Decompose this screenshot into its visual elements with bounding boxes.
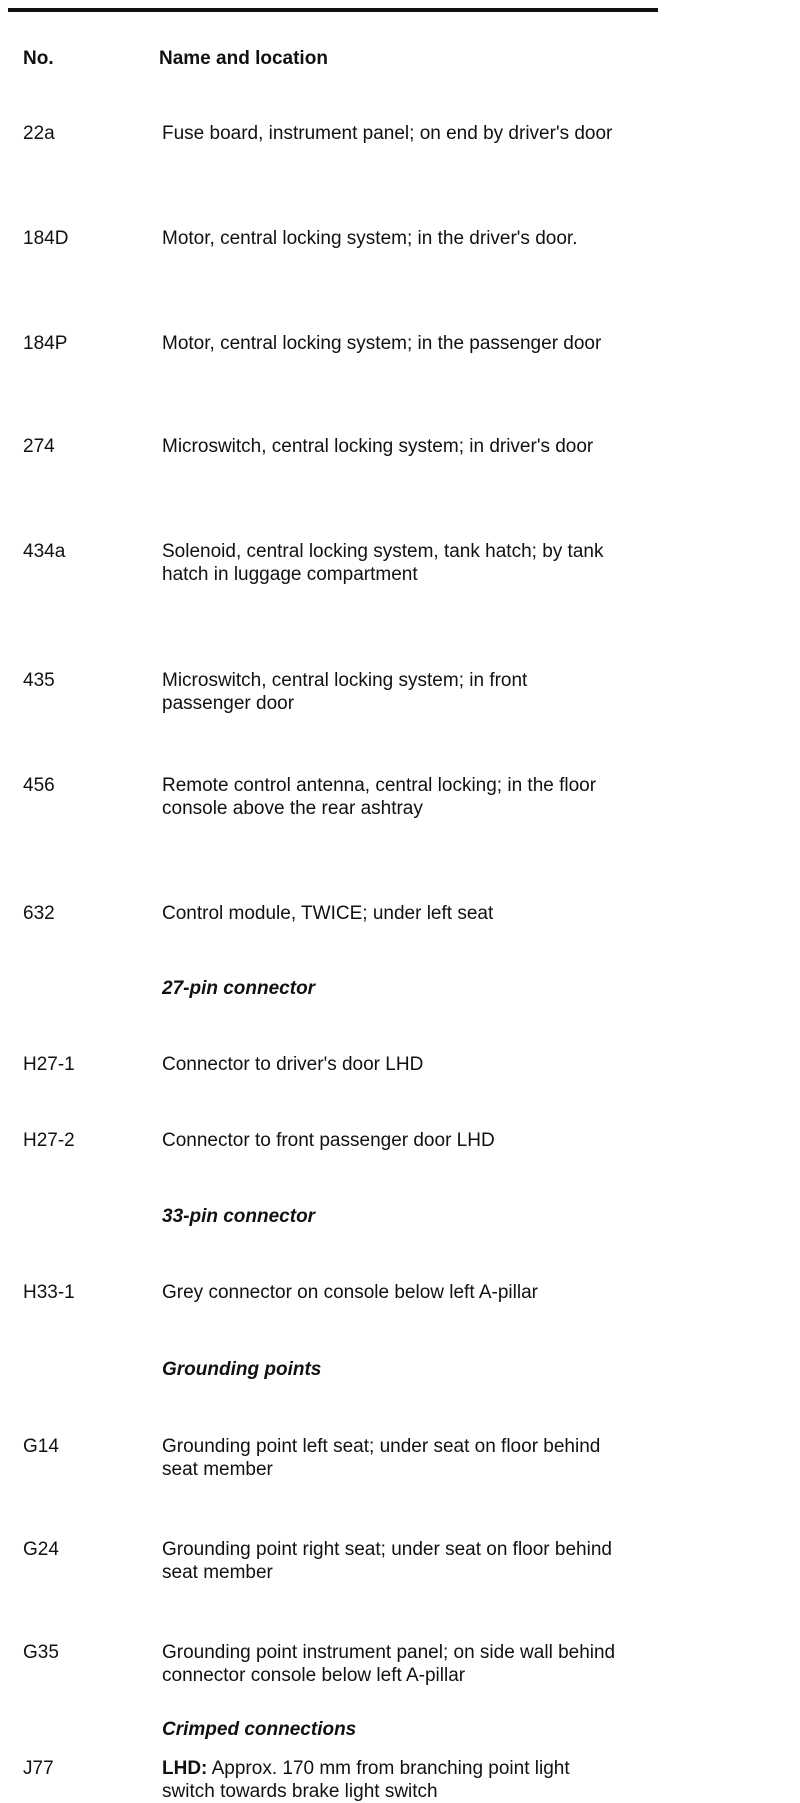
row-code: G35	[23, 1642, 59, 1663]
row-description: Microswitch, central locking system; in …	[162, 436, 594, 457]
column-header-no: No.	[23, 48, 54, 69]
row-description: Motor, central locking system; in the dr…	[162, 228, 578, 249]
row-code: 434a	[23, 541, 66, 562]
row-code: G14	[23, 1436, 59, 1457]
section-title: 27-pin connector	[162, 978, 316, 999]
row-label-lhd: LHD:	[162, 1758, 208, 1779]
row-description: Grey connector on console below left A-p…	[162, 1282, 538, 1303]
row-code: 184P	[23, 333, 68, 354]
row-code: J77	[23, 1758, 54, 1779]
row-description: Motor, central locking system; in the pa…	[162, 333, 602, 354]
row-description: Connector to driver's door LHD	[162, 1054, 424, 1075]
section-title: 33-pin connector	[162, 1206, 316, 1227]
row-description: Grounding point instrument panel; on sid…	[162, 1642, 616, 1686]
row-code: H27-2	[23, 1130, 75, 1151]
row-code: 184D	[23, 228, 69, 249]
column-header-name: Name and location	[159, 48, 328, 69]
section-title: Grounding points	[162, 1359, 322, 1380]
row-code: H33-1	[23, 1282, 75, 1303]
row-description: Grounding point left seat; under seat on…	[162, 1436, 601, 1480]
row-code: 22a	[23, 123, 55, 144]
row-code: 632	[23, 903, 55, 924]
row-code: G24	[23, 1539, 59, 1560]
row-description: Connector to front passenger door LHD	[162, 1130, 495, 1151]
row-description: Fuse board, instrument panel; on end by …	[162, 123, 613, 144]
row-code: 435	[23, 670, 55, 691]
row-code: H27-1	[23, 1054, 75, 1075]
top-rule	[8, 8, 658, 12]
row-code: 456	[23, 775, 55, 796]
row-description: Microswitch, central locking system; in …	[162, 670, 528, 714]
section-title: Crimped connections	[162, 1719, 357, 1740]
row-description: Grounding point right seat; under seat o…	[162, 1539, 612, 1583]
row-description-text: Approx. 170 mm from branching point ligh…	[162, 1758, 570, 1802]
row-description: Control module, TWICE; under left seat	[162, 903, 494, 924]
row-code: 274	[23, 436, 55, 457]
row-description: LHD: Approx. 170 mm from branching point…	[162, 1757, 617, 1803]
row-description: Remote control antenna, central locking;…	[162, 775, 597, 819]
row-description: Solenoid, central locking system, tank h…	[162, 541, 604, 585]
